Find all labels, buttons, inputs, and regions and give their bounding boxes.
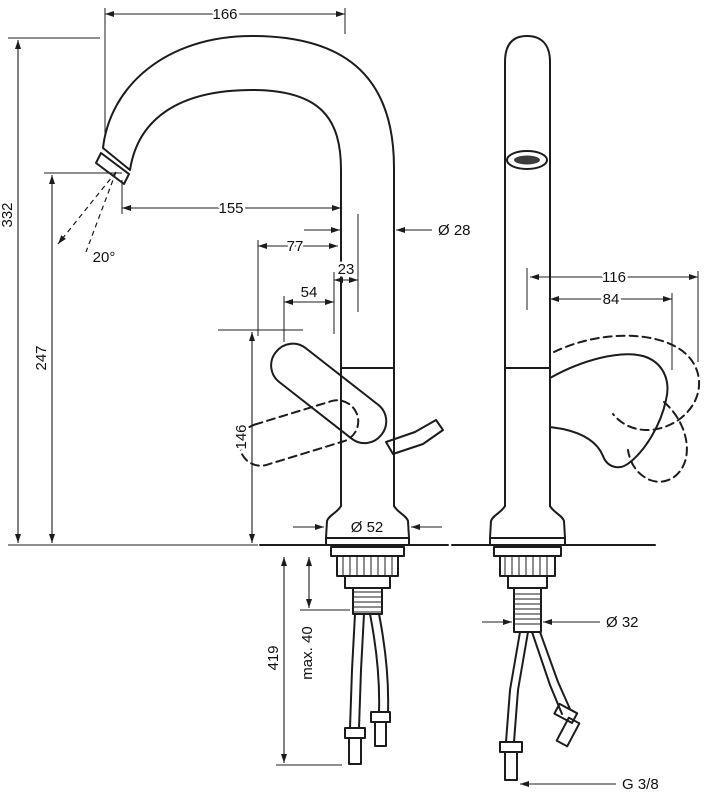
- supply-hose-left-a: [349, 613, 356, 729]
- right-view-faucet: [451, 35, 701, 781]
- mounting-collar: [344, 575, 391, 589]
- dim-label-outlet-angle: 20°: [93, 249, 116, 266]
- shank-threads: [353, 591, 382, 613]
- dim-label-max-thickness: max. 40: [299, 626, 316, 679]
- dim-label-supply-length: 419: [265, 645, 282, 670]
- handle-rear-hook: [385, 419, 444, 455]
- dim-label-offset-23: 23: [338, 261, 355, 278]
- supply-hose-right-a: [531, 631, 563, 715]
- dim-label-offset-54: 54: [301, 284, 318, 301]
- supply-hose-left-a: [505, 631, 521, 743]
- angle-line-a: [57, 171, 117, 245]
- dim-label-front-reach-116: 116: [602, 269, 626, 286]
- handle-lever: [270, 342, 388, 445]
- angle-line-b: [85, 171, 117, 253]
- hose-connector-tail: [374, 721, 387, 747]
- dim-label-front-reach-84: 84: [603, 291, 620, 308]
- dim-label-top-width: 166: [212, 6, 237, 23]
- handle-lever-alt-position: [238, 399, 360, 467]
- mounting-nut-hatch: [504, 557, 548, 575]
- hose-connector-tail: [555, 716, 581, 748]
- dim-label-outlet-height: 247: [33, 345, 50, 370]
- hose-connector: [499, 741, 523, 753]
- aerator-tip: [95, 152, 130, 185]
- dim-label-thread-size: G 3/8: [622, 776, 659, 793]
- handle-front: [549, 353, 669, 469]
- supply-hose-right-a: [369, 613, 381, 713]
- base-left-edge: [325, 505, 342, 546]
- hose-connector: [370, 711, 391, 723]
- mounting-washer: [330, 546, 405, 557]
- dim-label-handle-reach: 77: [287, 238, 304, 255]
- dimension-labels: 166 332 247 155 20° Ø 28 77 23 54 146 Ø …: [0, 4, 661, 796]
- dim-label-shank-diameter: Ø 32: [606, 614, 639, 631]
- supply-hose-right-b: [378, 613, 390, 713]
- spout-outline: [102, 35, 395, 507]
- aerator-outline: [506, 150, 548, 170]
- mounting-washer: [493, 546, 562, 557]
- base-right-edge: [393, 505, 410, 546]
- dimension-lines: [8, 8, 699, 787]
- base-right-edge: [549, 505, 566, 546]
- dim-label-column-diameter: Ø 28: [438, 222, 471, 239]
- hose-connector: [344, 727, 366, 739]
- left-view-faucet: [95, 35, 449, 765]
- mounting-collar: [507, 575, 548, 589]
- shank-threads: [514, 593, 541, 625]
- hose-connector-tail: [504, 751, 518, 781]
- dim-label-base-diameter: Ø 52: [351, 519, 384, 536]
- column-outline: [504, 35, 551, 507]
- aerator-face: [514, 155, 540, 165]
- threaded-shank: [352, 587, 383, 615]
- dim-label-handle-height: 146: [233, 424, 250, 449]
- supply-hose-left-b: [513, 631, 529, 743]
- dim-label-spout-reach: 155: [218, 200, 243, 217]
- supply-hose-right-b: [539, 631, 571, 710]
- hose-connector-tail: [348, 737, 362, 765]
- supply-hose-left-b: [358, 613, 365, 729]
- mounting-nut: [336, 555, 399, 577]
- mounting-nut-hatch: [342, 557, 393, 575]
- hose-connector: [553, 702, 579, 724]
- base-left-edge: [489, 505, 506, 546]
- handle-front-alt-lower: [627, 401, 688, 483]
- threaded-shank: [513, 587, 542, 633]
- dim-label-total-height: 332: [0, 202, 16, 227]
